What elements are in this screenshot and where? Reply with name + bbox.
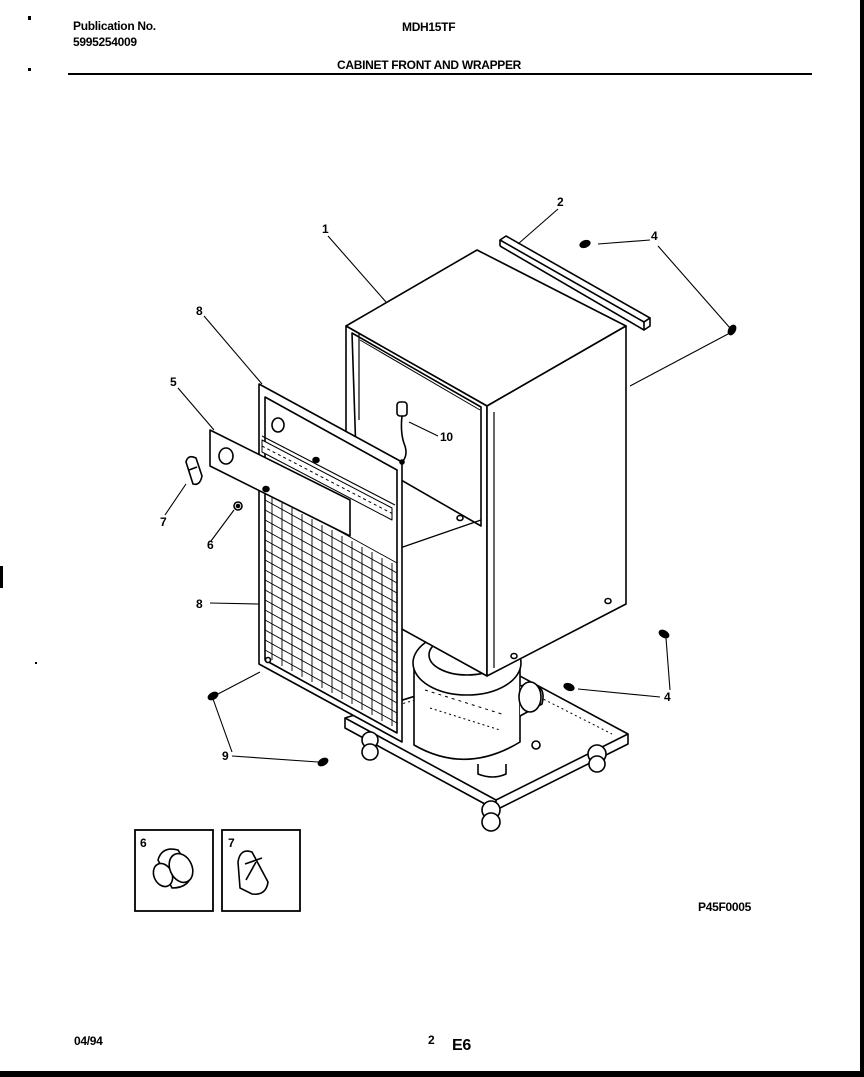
footer-page-number: 2 (428, 1033, 435, 1047)
publication-number: 5995254009 (73, 35, 137, 49)
callout-8-grille: 8 (196, 597, 203, 611)
screws (207, 239, 737, 767)
inset-label-7: 7 (228, 836, 235, 850)
knob-round-icon (152, 848, 194, 889)
scan-mark-left (0, 566, 3, 588)
page-border-right (860, 0, 864, 1077)
knob-pointer-icon (237, 850, 269, 896)
figure-code: P45F0005 (698, 900, 751, 914)
control-panel-overlay (209, 429, 396, 537)
scan-speck (35, 662, 37, 664)
callout-10: 10 (440, 430, 453, 444)
callout-5: 5 (170, 375, 177, 389)
callout-2: 2 (557, 195, 564, 209)
punch-mark-middle (28, 68, 31, 71)
page-border-bottom (0, 1071, 864, 1077)
section-title: CABINET FRONT AND WRAPPER (337, 58, 522, 72)
top-rail (499, 235, 651, 331)
publication-label: Publication No. (73, 19, 156, 33)
callout-8-top: 8 (196, 304, 203, 318)
selector-knob (185, 455, 203, 486)
punch-mark-top (28, 16, 31, 20)
callout-9: 9 (222, 749, 229, 763)
footer-date: 04/94 (74, 1034, 103, 1048)
leader-lines (164, 208, 731, 763)
cabinet-wrapper (345, 249, 627, 677)
footer-section-code: E6 (452, 1037, 471, 1054)
header-rule (68, 73, 812, 75)
switch-with-lead (396, 401, 408, 465)
inset-label-6: 6 (140, 836, 147, 850)
callout-6: 6 (207, 538, 214, 552)
control-knob (233, 501, 243, 511)
callout-4-top: 4 (651, 229, 658, 243)
callout-4-bottom: 4 (664, 690, 671, 704)
callout-7: 7 (160, 515, 167, 529)
model-number: MDH15TF (402, 20, 456, 34)
callout-1: 1 (322, 222, 329, 236)
